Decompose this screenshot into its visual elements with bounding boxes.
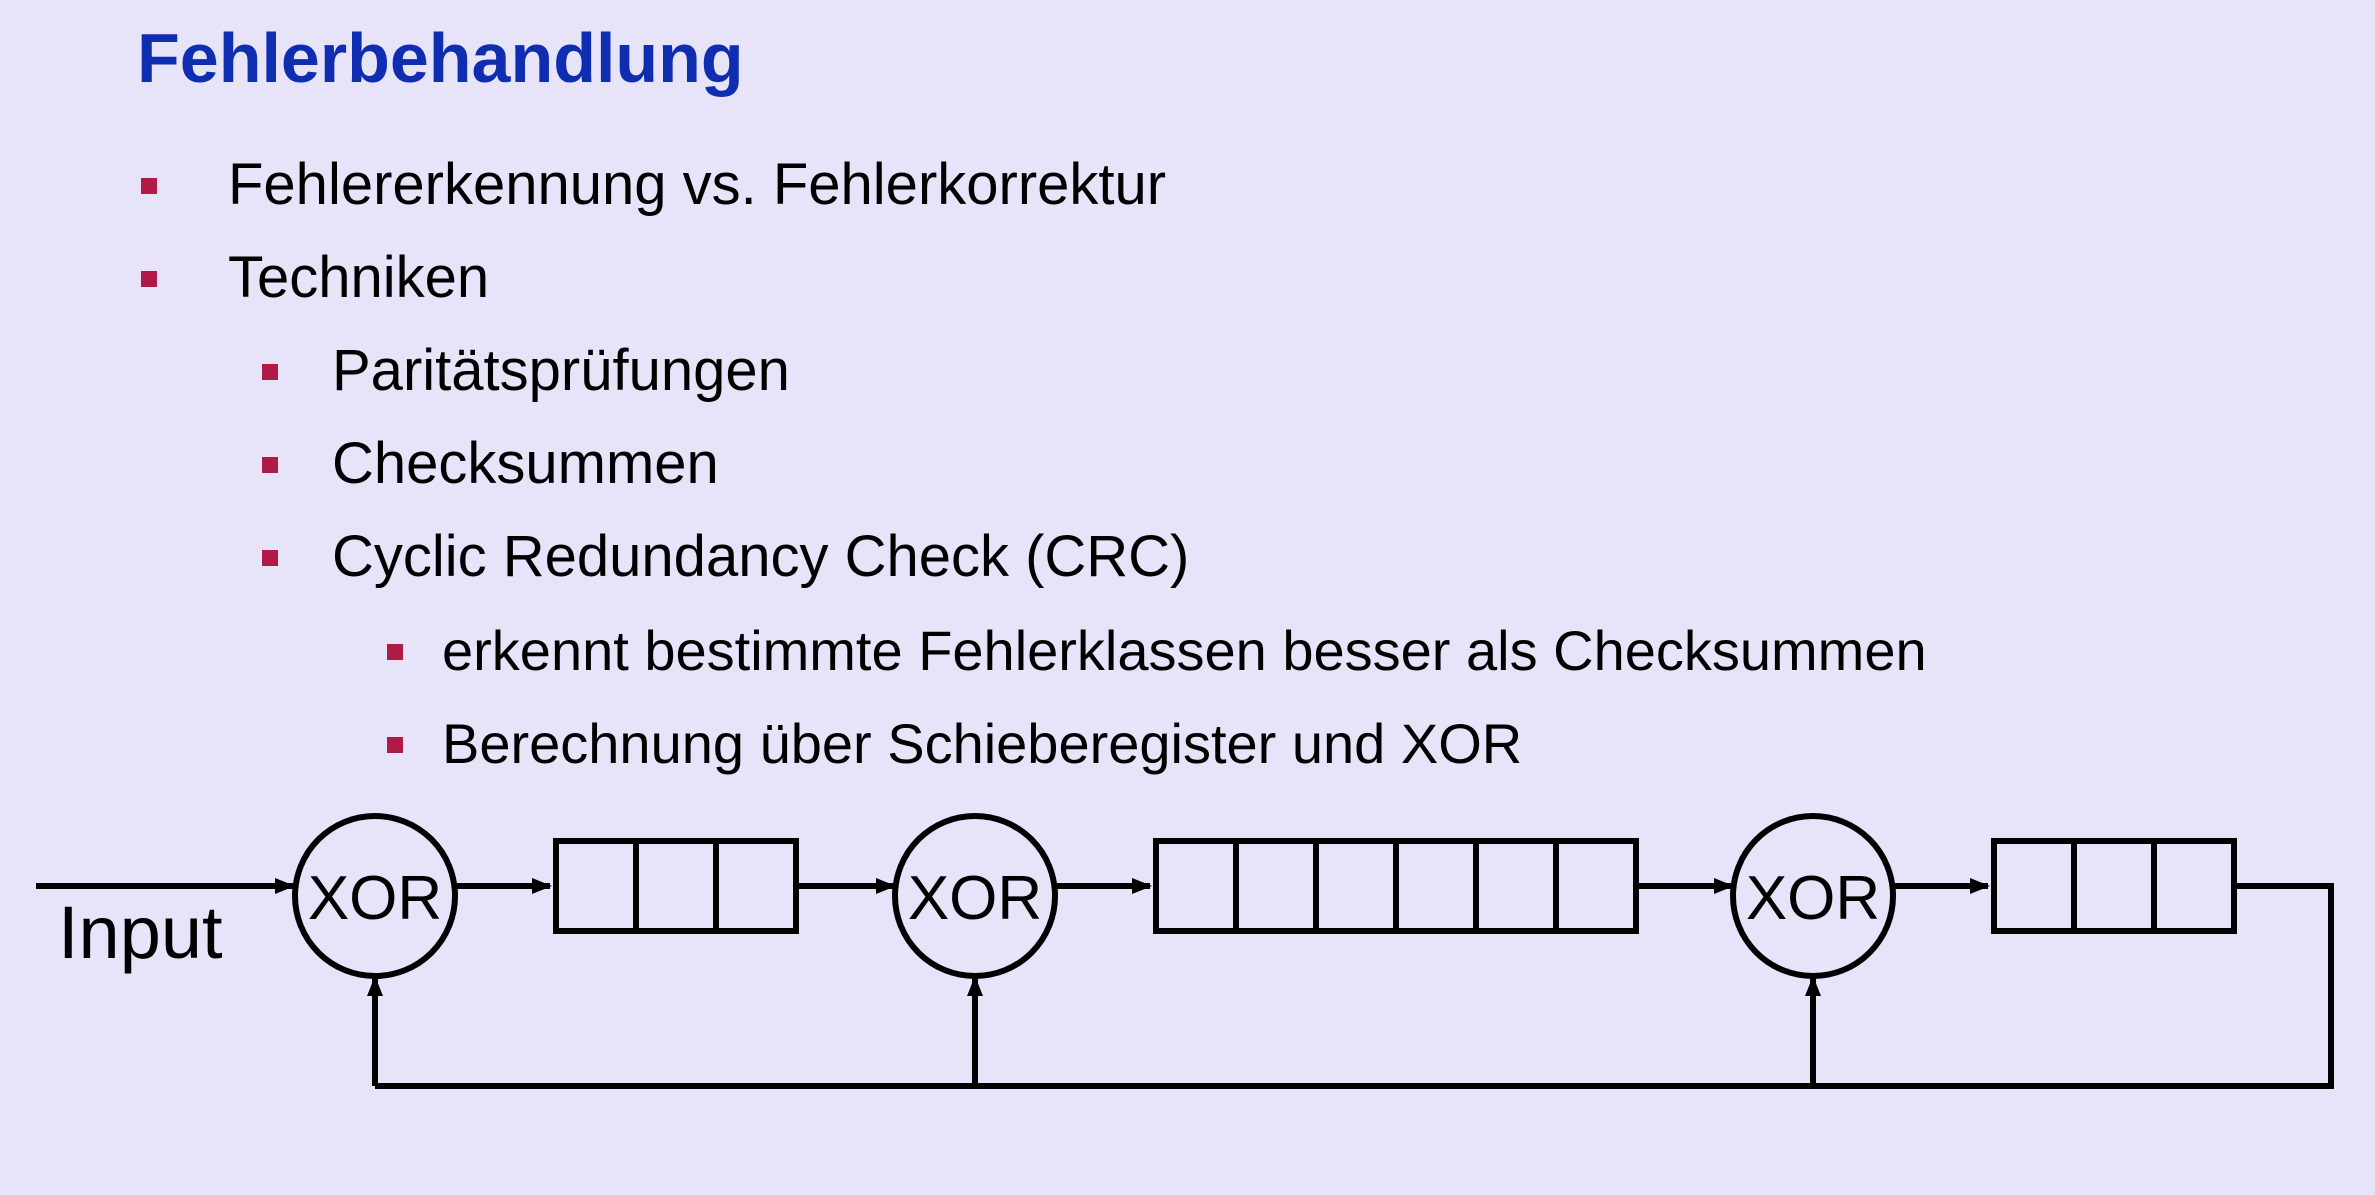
shift-register — [1153, 838, 1639, 934]
bullet-square-icon — [262, 550, 278, 566]
bullet-square-icon — [387, 644, 403, 660]
xor-gate: XOR — [292, 813, 458, 979]
xor-label: XOR — [908, 864, 1042, 933]
slide-title: Fehlerbehandlung — [137, 19, 744, 97]
bullet-text: erkennt bestimmte Fehlerklassen besser a… — [442, 619, 1927, 682]
bullet-text: Paritätsprüfungen — [332, 338, 790, 403]
bullet-square-icon — [141, 178, 157, 194]
xor-label: XOR — [308, 864, 442, 933]
input-label: Input — [58, 891, 223, 974]
bullet-square-icon — [387, 737, 403, 753]
bullet-text: Checksummen — [332, 431, 719, 496]
xor-label: XOR — [1746, 864, 1880, 933]
shift-register — [553, 838, 799, 934]
bullet-text: Techniken — [228, 245, 490, 310]
xor-gate: XOR — [892, 813, 1058, 979]
feedback-line — [375, 883, 2334, 1089]
bullet-square-icon — [262, 457, 278, 473]
bullet-text: Cyclic Redundancy Check (CRC) — [332, 524, 1190, 589]
bullet-text: Berechnung über Schieberegister und XOR — [442, 712, 1523, 775]
shift-register — [1991, 838, 2237, 934]
bullet-text: Fehlererkennung vs. Fehlerkorrektur — [228, 152, 1167, 217]
bullet-square-icon — [262, 364, 278, 380]
xor-gate: XOR — [1730, 813, 1896, 979]
bullet-square-icon — [141, 271, 157, 287]
